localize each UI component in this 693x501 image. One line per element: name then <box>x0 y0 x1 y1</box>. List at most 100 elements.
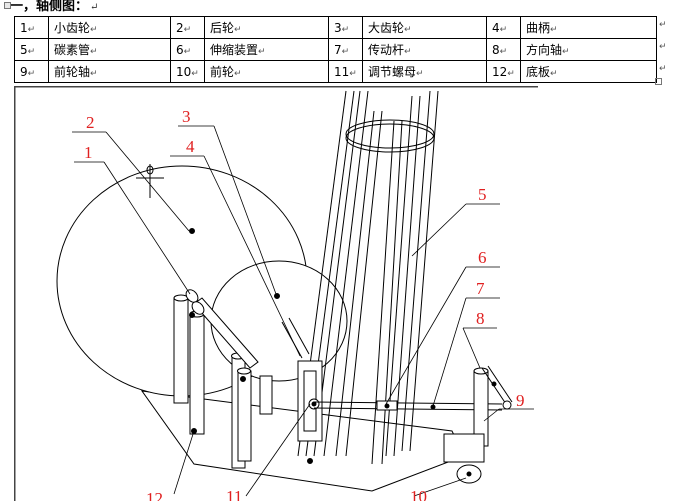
direction-pin <box>491 381 497 387</box>
cell-mark: ↵ <box>90 25 98 35</box>
callout-1: 1 <box>84 143 93 162</box>
left-post <box>173 297 189 404</box>
cell-mark: ↵ <box>499 24 508 35</box>
base-plate-point-2 <box>307 458 313 464</box>
gear-post-top <box>237 367 251 375</box>
tube-4-right <box>381 120 403 465</box>
short-post <box>259 375 273 415</box>
leader-3 <box>213 125 277 295</box>
part-number: 1↵ <box>14 16 49 39</box>
table-row: 9↵ 前轮轴↵ 10↵ 前轮↵ 11↵ 调节螺母↵ 12↵ 底板↵ <box>14 60 657 83</box>
part-name: 传动杆↵ <box>362 38 487 61</box>
part-name: 小齿轮↵ <box>48 16 171 39</box>
callout-3: 3 <box>182 107 191 126</box>
part-name: 底板↵ <box>520 60 657 83</box>
telescopic-pin <box>384 403 390 409</box>
part-number-text: 7 <box>334 42 342 57</box>
part-number: 7↵ <box>328 38 363 61</box>
part-number-text: 1 <box>20 20 28 35</box>
tube-3-right <box>345 110 383 457</box>
crosshair-ring <box>146 165 154 175</box>
part-number-text: 2 <box>176 20 184 35</box>
callout-2: 2 <box>86 113 95 132</box>
table-resize-handle[interactable] <box>655 78 662 85</box>
leader-12 <box>173 430 195 495</box>
table-row: 1↵ 小齿轮↵ 2↵ 后轮↵ 3↵ 大齿轮↵ 4↵ 曲柄↵ <box>14 16 657 39</box>
part-number-text: 3 <box>334 20 342 35</box>
leader-8 <box>462 327 481 369</box>
cell-mark: ↵ <box>191 68 199 79</box>
cell-mark: ↵ <box>404 25 412 35</box>
cell-mark: ↵ <box>90 47 98 57</box>
part-number-text: 10 <box>176 64 192 79</box>
part-name: 碳素管↵ <box>48 38 171 61</box>
part-name-text: 伸缩装置 <box>210 43 259 57</box>
callout-10: 10 <box>410 487 427 501</box>
part-number-text: 12 <box>492 64 508 79</box>
cell-mark: ↵ <box>550 25 558 35</box>
part-name-text: 碳素管 <box>54 43 91 57</box>
leader-11 <box>245 403 311 497</box>
cell-mark: ↵ <box>183 46 192 57</box>
part-name: 后轮↵ <box>204 16 329 39</box>
cell-mark: ↵ <box>183 24 192 35</box>
part-number: 5↵ <box>14 38 49 61</box>
row-end-mark: ↵ <box>659 20 667 30</box>
cell-mark: ↵ <box>258 47 266 57</box>
tube-6-left <box>401 90 431 452</box>
tube-2-right <box>323 90 369 457</box>
part-name: 方向轴↵ <box>520 38 657 61</box>
part-name-text: 传动杆 <box>368 43 405 57</box>
part-number: 8↵ <box>486 38 521 61</box>
part-number-text: 6 <box>176 42 184 57</box>
part-number-text: 5 <box>20 42 28 57</box>
tube-ring-lower <box>345 123 435 153</box>
cell-mark: ↵ <box>562 47 570 57</box>
part-name-text: 前轮轴 <box>54 65 91 79</box>
leader-4 <box>203 155 301 357</box>
cell-mark: ↵ <box>90 69 98 79</box>
callout-9: 9 <box>516 391 525 410</box>
front-wheel-bracket <box>443 433 485 463</box>
cell-mark: ↵ <box>550 69 558 79</box>
part-number: 12↵ <box>486 60 521 83</box>
part-name: 大齿轮↵ <box>362 16 487 39</box>
part-number: 2↵ <box>170 16 205 39</box>
leader-10 <box>413 477 467 497</box>
adjusting-nut-center <box>311 401 317 407</box>
part-name-text: 小齿轮 <box>54 21 91 35</box>
heading: 一，轴侧图：↵ <box>4 0 98 15</box>
callout-5: 5 <box>478 185 487 204</box>
leader-9 <box>483 408 500 422</box>
tube-4-left <box>371 120 395 465</box>
direction-joint <box>502 400 512 410</box>
table-move-handle-icon[interactable] <box>4 2 11 9</box>
axonometric-drawing: 1 2 3 4 5 6 7 8 9 10 11 12 <box>14 86 538 501</box>
part-name-text: 调节螺母 <box>368 65 417 79</box>
table-row: 5↵ 碳素管↵ 6↵ 伸缩装置↵ 7↵ 传动杆↵ 8↵ 方向轴↵ <box>14 38 657 61</box>
part-name: 伸缩装置↵ <box>204 38 329 61</box>
cell-mark: ↵ <box>349 68 357 79</box>
direction-shaft-edge <box>487 365 513 403</box>
pinion-collar <box>191 301 205 315</box>
part-number-text: 11 <box>334 64 350 79</box>
paragraph-mark: ↵ <box>90 2 99 13</box>
cell-mark: ↵ <box>341 24 350 35</box>
part-number-text: 8 <box>492 42 500 57</box>
cell-mark: ↵ <box>27 46 36 57</box>
callout-7: 7 <box>476 279 485 298</box>
gear-post <box>237 370 252 462</box>
callout-12: 12 <box>146 489 163 501</box>
leader-1 <box>103 161 191 295</box>
big-gear <box>210 260 348 382</box>
parts-table: 1↵ 小齿轮↵ 2↵ 后轮↵ 3↵ 大齿轮↵ 4↵ 曲柄↵ 5↵ 碳素管↵ 6↵… <box>14 16 657 83</box>
part-name-text: 大齿轮 <box>368 21 405 35</box>
part-number: 10↵ <box>170 60 205 83</box>
leader-2 <box>105 131 190 232</box>
part-number: 11↵ <box>328 60 363 83</box>
cell-mark: ↵ <box>234 69 242 79</box>
pinion-post <box>189 313 205 435</box>
part-name-text: 曲柄 <box>526 21 551 35</box>
part-name-text: 底板 <box>526 65 551 79</box>
rear-wheel-hub <box>189 228 195 234</box>
